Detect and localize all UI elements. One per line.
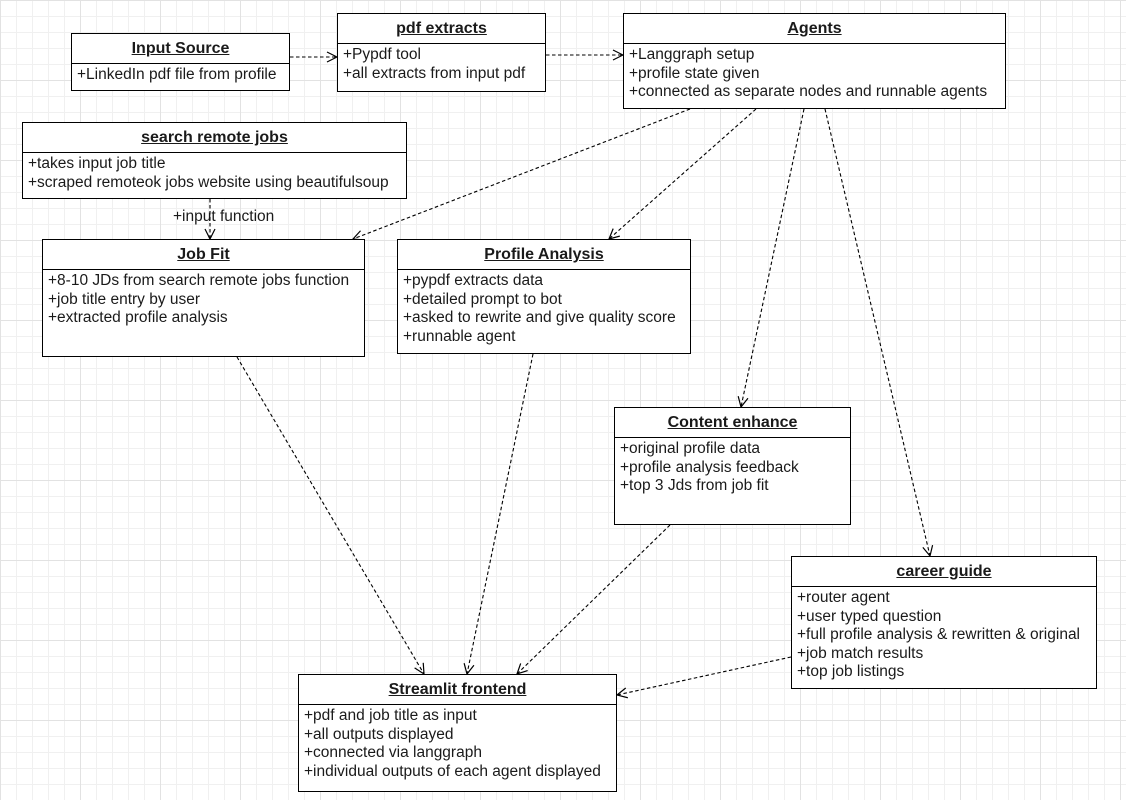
- profile-analysis-title: Profile Analysis: [398, 240, 690, 270]
- input-source-title: Input Source: [72, 34, 289, 64]
- career-guide-title: career guide: [792, 557, 1096, 587]
- streamlit-frontend-item: +all outputs displayed: [304, 725, 454, 743]
- input-source-item: +LinkedIn pdf file from profile: [77, 66, 277, 83]
- pdf-extracts-item: +Pypdf tool: [343, 46, 421, 63]
- job-fit-item: +8-10 JDs from search remote jobs functi…: [48, 272, 350, 289]
- pdf-extracts-item: +all extracts from input pdf: [343, 64, 526, 82]
- edge-content-enhance-to-streamlit: [517, 524, 671, 674]
- agents-title: Agents: [624, 14, 1005, 44]
- profile-analysis-item: +runnable agent: [403, 327, 516, 345]
- career-guide-item: +user typed question: [797, 607, 942, 625]
- profile-analysis-item: +detailed prompt to bot: [403, 290, 562, 308]
- edge-label-input-function: +input function: [173, 208, 275, 225]
- edge-agents-to-content-enhance: [741, 108, 805, 407]
- career-guide-item: +job match results: [797, 644, 924, 662]
- pdf-extracts-box[interactable]: pdf extracts +Pypdf tool +all extracts f…: [337, 13, 546, 92]
- content-enhance-item: +top 3 Jds from job fit: [620, 477, 769, 494]
- pdf-extracts-title: pdf extracts: [338, 14, 545, 44]
- content-enhance-item: +profile analysis feedback: [620, 458, 799, 476]
- career-guide-item: +router agent: [797, 589, 890, 606]
- search-remote-jobs-box[interactable]: search remote jobs +takes input job titl…: [22, 122, 407, 199]
- content-enhance-title: Content enhance: [615, 408, 850, 438]
- job-fit-title: Job Fit: [43, 240, 364, 270]
- content-enhance-item: +original profile data: [620, 440, 761, 457]
- search-remote-jobs-item: +scraped remoteok jobs website using bea…: [28, 173, 389, 191]
- input-source-box[interactable]: Input Source +LinkedIn pdf file from pro…: [71, 33, 290, 91]
- profile-analysis-item: +pypdf extracts data: [403, 272, 544, 289]
- streamlit-frontend-box[interactable]: Streamlit frontend +pdf and job title as…: [298, 674, 617, 792]
- content-enhance-box[interactable]: Content enhance +original profile data +…: [614, 407, 851, 525]
- agents-item: +Langgraph setup: [629, 46, 755, 63]
- edge-agents-to-job-fit: [353, 108, 691, 239]
- edge-agents-to-profile-analysis: [609, 108, 757, 239]
- agents-item: +profile state given: [629, 64, 760, 82]
- streamlit-frontend-title: Streamlit frontend: [299, 675, 616, 705]
- streamlit-frontend-item: +pdf and job title as input: [304, 707, 477, 724]
- edge-career-guide-to-streamlit: [617, 656, 792, 695]
- edge-agents-to-career-guide: [824, 108, 930, 556]
- search-remote-jobs-title: search remote jobs: [23, 123, 406, 153]
- profile-analysis-item: +asked to rewrite and give quality score: [403, 309, 676, 326]
- search-remote-jobs-item: +takes input job title: [28, 155, 166, 172]
- edge-job-fit-to-streamlit: [236, 356, 424, 674]
- job-fit-box[interactable]: Job Fit +8-10 JDs from search remote job…: [42, 239, 365, 357]
- career-guide-item: +full profile analysis & rewritten & ori…: [797, 626, 1081, 643]
- edge-profile-analysis-to-streamlit: [467, 353, 534, 674]
- streamlit-frontend-item: +individual outputs of each agent displa…: [304, 762, 601, 780]
- career-guide-item: +top job listings: [797, 663, 905, 680]
- streamlit-frontend-item: +connected via langgraph: [304, 744, 482, 761]
- career-guide-box[interactable]: career guide +router agent +user typed q…: [791, 556, 1097, 689]
- agents-item: +connected as separate nodes and runnabl…: [629, 83, 988, 100]
- profile-analysis-box[interactable]: Profile Analysis +pypdf extracts data +d…: [397, 239, 691, 354]
- job-fit-item: +extracted profile analysis: [48, 309, 228, 326]
- agents-box[interactable]: Agents +Langgraph setup +profile state g…: [623, 13, 1006, 109]
- job-fit-item: +job title entry by user: [48, 290, 201, 308]
